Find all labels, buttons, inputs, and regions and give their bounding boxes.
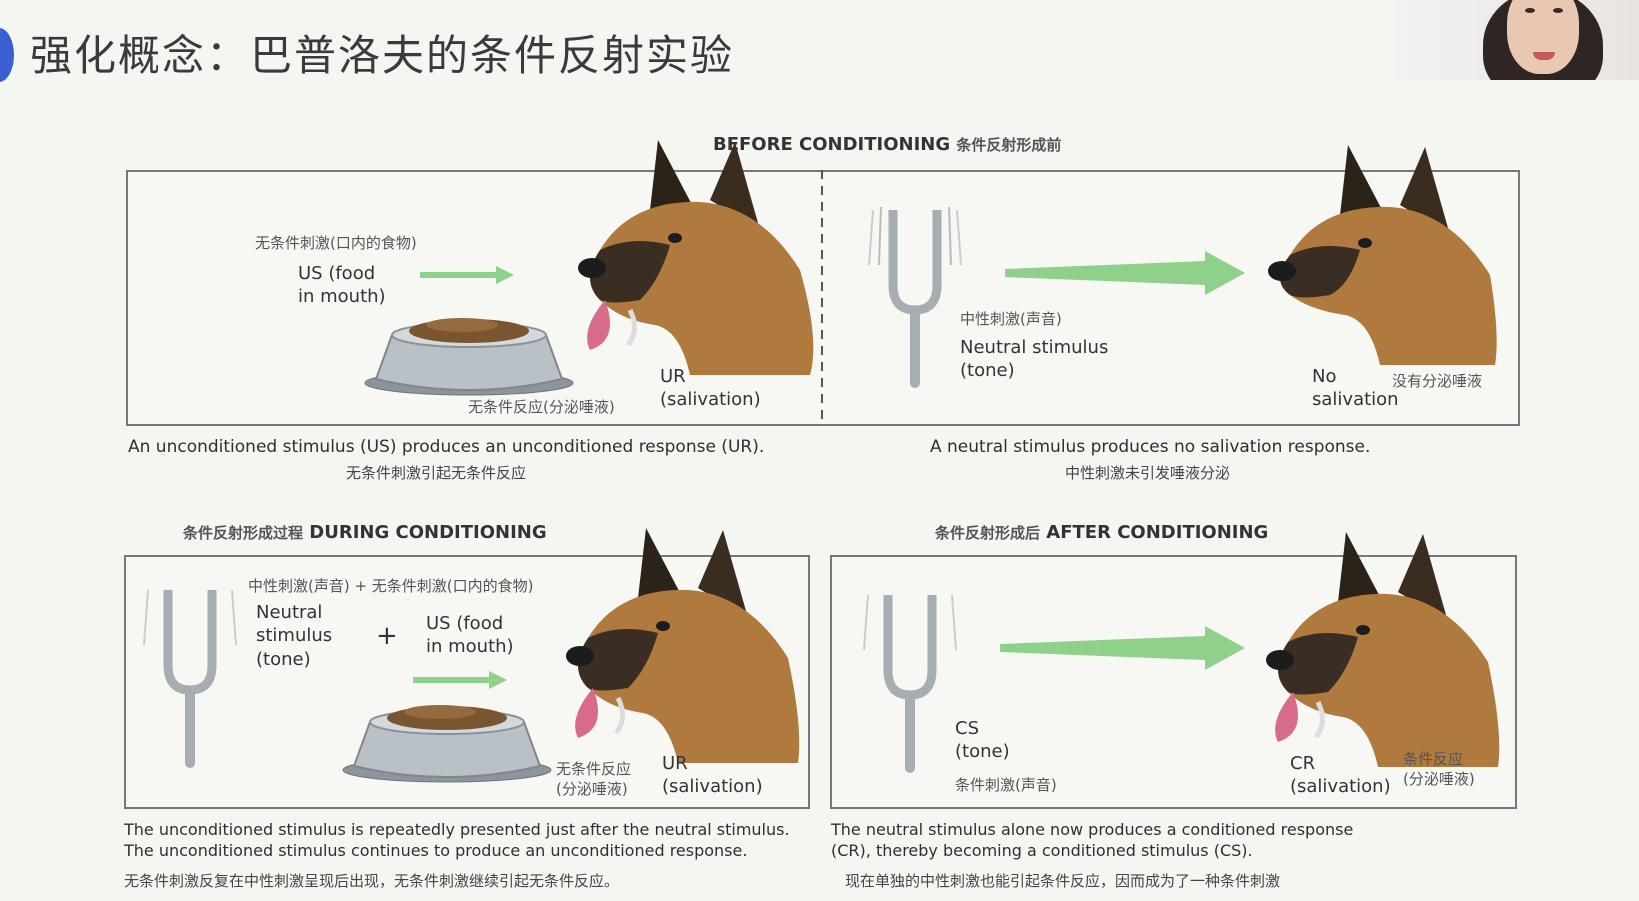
before-caption-right: A neutral stimulus produces no salivatio…: [930, 437, 1371, 457]
during-caption-2: The unconditioned stimulus continues to …: [124, 841, 748, 860]
dog-head-icon: [566, 528, 800, 763]
after-caption-2: (CR), thereby becoming a conditioned sti…: [831, 841, 1253, 860]
presenter-webcam: [1395, 0, 1639, 80]
ur-label-cn: 无条件反应(分泌唾液): [468, 398, 615, 416]
presenter-mouth: [1533, 52, 1555, 60]
no-salivation-cn: 没有分泌唾液: [1392, 372, 1483, 390]
no-salivation-label: No salivation: [1312, 366, 1399, 411]
neutral-stimulus-label: Neutral stimulus (tone): [256, 602, 333, 670]
ur-label-cn: 无条件反应 (分泌唾液): [556, 760, 632, 798]
before-header: BEFORE CONDITIONING 条件反射形成前: [713, 134, 1061, 155]
slide-title: 强化概念：巴普洛夫的条件反射实验: [30, 31, 735, 80]
cr-label: CR (salivation): [1290, 753, 1391, 798]
after-caption-1: The neutral stimulus alone now produces …: [831, 820, 1354, 839]
arrow-icon: [1005, 251, 1245, 295]
neutral-stimulus-label: Neutral stimulus (tone): [960, 337, 1109, 382]
before-header-en: BEFORE CONDITIONING: [713, 134, 951, 155]
combo-label-cn: 中性刺激(声音) + 无条件刺激(口内的食物): [248, 577, 534, 595]
during-header-cn: 条件反射形成过程: [183, 524, 304, 542]
cs-label: CS (tone): [955, 718, 1010, 763]
presenter-face: [1507, 0, 1579, 74]
after-header-cn: 条件反射形成后: [935, 524, 1041, 542]
before-caption-left: An unconditioned stimulus (US) produces …: [128, 437, 765, 457]
cs-label-cn: 条件刺激(声音): [955, 776, 1057, 794]
neutral-stimulus-cn: 中性刺激(声音): [960, 310, 1062, 328]
ur-label: UR (salivation): [660, 366, 761, 411]
title-bullet: [0, 28, 14, 82]
us-label: US (food in mouth): [426, 613, 514, 658]
after-header: 条件反射形成后 AFTER CONDITIONING: [935, 522, 1268, 543]
during-caption-cn: 无条件刺激反复在中性刺激呈现后出现，无条件刺激继续引起无条件反应。: [124, 872, 620, 890]
plus-sign: +: [376, 621, 398, 651]
arrow-icon: [1000, 626, 1245, 670]
during-caption-1: The unconditioned stimulus is repeatedly…: [124, 820, 790, 839]
arrow-icon: [413, 671, 507, 689]
food-bowl-icon: [364, 318, 574, 396]
dog-head-icon: [1266, 532, 1500, 767]
presenter-eye: [1553, 8, 1563, 13]
arrow-icon: [420, 266, 514, 284]
tuning-fork-icon: [143, 589, 237, 768]
presenter-eye: [1525, 8, 1535, 13]
after-caption-cn: 现在单独的中性刺激也能引起条件反应，因而成为了一种条件刺激: [845, 872, 1281, 890]
us-label: US (food in mouth): [298, 263, 386, 308]
before-caption-left-cn: 无条件刺激引起无条件反应: [346, 464, 527, 482]
after-header-en: AFTER CONDITIONING: [1046, 522, 1269, 543]
before-caption-right-cn: 中性刺激未引发唾液分泌: [1065, 464, 1231, 482]
tuning-fork-icon: [863, 594, 957, 773]
panel-divider: [821, 170, 823, 424]
food-bowl-icon: [342, 705, 552, 783]
during-header: 条件反射形成过程 DURING CONDITIONING: [183, 522, 547, 543]
tuning-fork-icon: [868, 206, 962, 388]
dog-head-icon: [578, 140, 814, 375]
before-header-cn: 条件反射形成前: [956, 136, 1062, 154]
dog-head-icon: [1268, 145, 1497, 365]
ur-label: UR (salivation): [662, 753, 763, 798]
us-label-cn: 无条件刺激(口内的食物): [255, 234, 417, 252]
during-header-en: DURING CONDITIONING: [309, 522, 547, 543]
cr-label-cn: 条件反应 (分泌唾液): [1403, 750, 1475, 788]
